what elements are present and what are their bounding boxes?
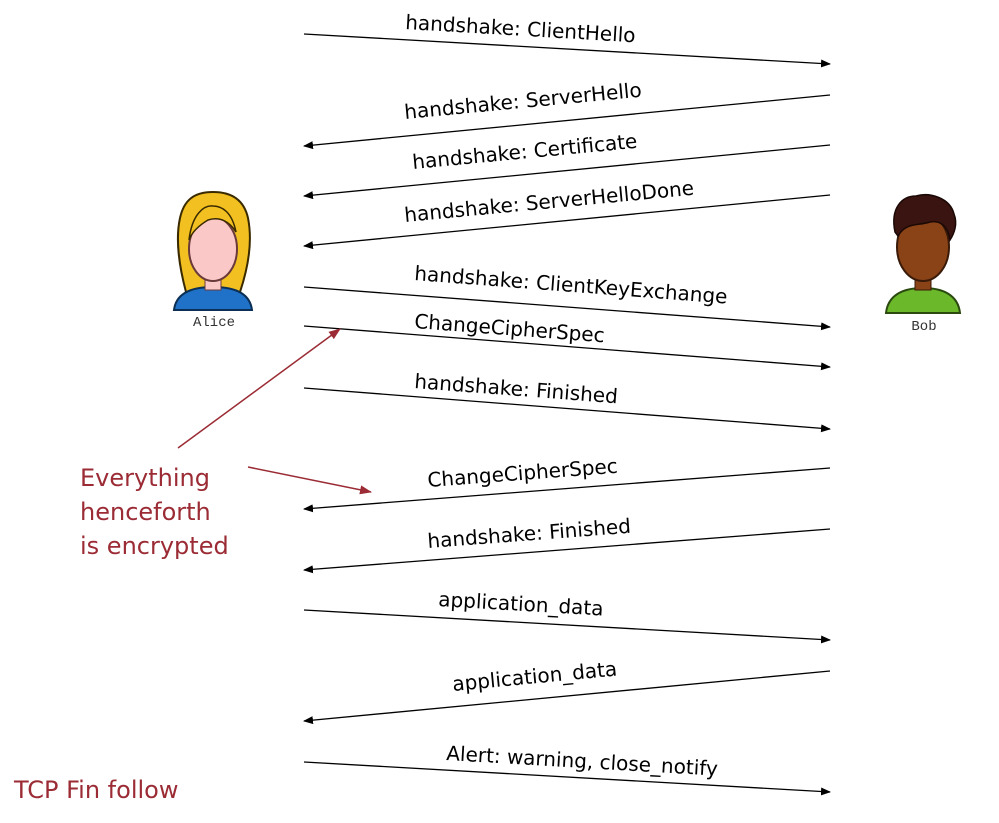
message-11: application_data	[303, 657, 831, 725]
message-9: handshake: Finished	[303, 514, 831, 574]
message-label: application_data	[451, 657, 618, 696]
message-8: ChangeCipherSpec	[303, 454, 831, 513]
message-arrow	[303, 325, 831, 371]
message-label: application_data	[438, 587, 604, 620]
message-1: handshake: ClientHello	[303, 10, 831, 68]
message-arrow	[303, 528, 831, 574]
message-arrow	[303, 194, 831, 250]
message-6: ChangeCipherSpec	[303, 309, 831, 371]
message-label: handshake: ClientKeyExchange	[414, 261, 729, 308]
message-arrow	[303, 144, 831, 200]
message-10: application_data	[303, 587, 831, 644]
encrypted-note-line: is encrypted	[80, 532, 229, 560]
message-arrow	[303, 467, 831, 513]
message-arrow	[303, 387, 831, 433]
message-label: handshake: Finished	[414, 369, 619, 408]
annotation-pointer-arrow	[247, 466, 372, 495]
message-label: handshake: ServerHelloDone	[403, 176, 695, 227]
annotation-pointer-arrow	[177, 328, 341, 449]
encrypted-note: Everything henceforth is encrypted	[80, 461, 229, 563]
tcp-fin-note: TCP Fin follow	[14, 776, 179, 804]
message-12: Alert: warning, close_notify	[303, 741, 831, 796]
alice-name-label: Alice	[193, 315, 235, 331]
message-arrow	[303, 94, 831, 150]
bob-avatar-icon	[884, 194, 962, 314]
message-label: Alert: warning, close_notify	[446, 741, 719, 781]
message-arrow	[303, 761, 831, 796]
alice-avatar-icon	[172, 190, 254, 311]
message-arrow	[303, 670, 831, 725]
bob-name-label: Bob	[911, 319, 936, 335]
message-list: handshake: ClientHello handshake: ServerH…	[303, 10, 831, 796]
message-7: handshake: Finished	[303, 369, 831, 433]
encrypted-note-line: Everything	[80, 464, 210, 492]
message-4: handshake: ServerHelloDone	[303, 176, 831, 250]
message-5: handshake: ClientKeyExchange	[303, 261, 831, 331]
encrypted-note-line: henceforth	[80, 498, 211, 526]
message-arrow	[303, 33, 831, 68]
message-arrow	[303, 609, 831, 644]
message-arrow	[303, 286, 831, 331]
